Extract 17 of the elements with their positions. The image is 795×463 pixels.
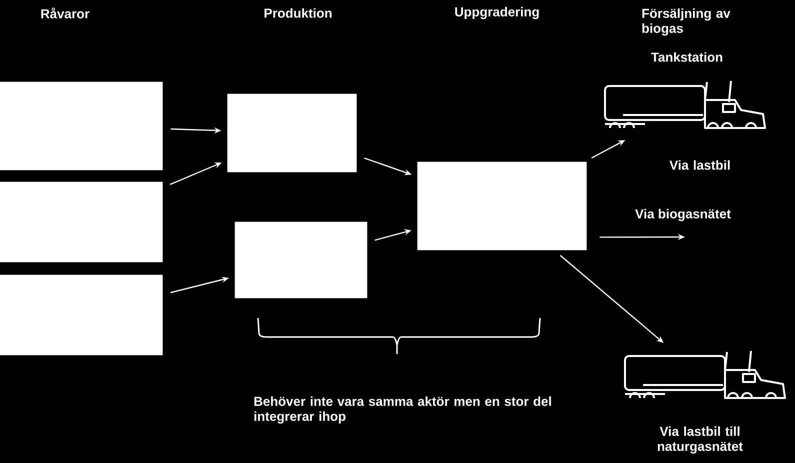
truck-drawing	[624, 350, 786, 399]
process-box	[417, 162, 587, 250]
process-box	[234, 222, 368, 298]
node-caption: Tankstation	[651, 52, 722, 62]
truck-drawing	[604, 80, 766, 129]
process-box	[0, 182, 163, 262]
process-box	[0, 274, 163, 356]
column-heading: Försäljning av biogas	[642, 8, 730, 36]
column-heading: Produktion	[264, 8, 332, 18]
column-heading: Uppgradering	[455, 6, 539, 20]
edge-label: Via biogasnätet	[634, 208, 732, 222]
node-caption: Via lastbil till naturgasnätet	[658, 426, 743, 454]
node-caption: Via lastbil	[670, 160, 730, 170]
process-box	[0, 82, 163, 170]
note-text: Behöver inte vara samma aktör men en stor del integrerar ihop	[254, 396, 551, 424]
column-heading: Råvaror	[41, 8, 90, 18]
process-box	[227, 94, 357, 172]
